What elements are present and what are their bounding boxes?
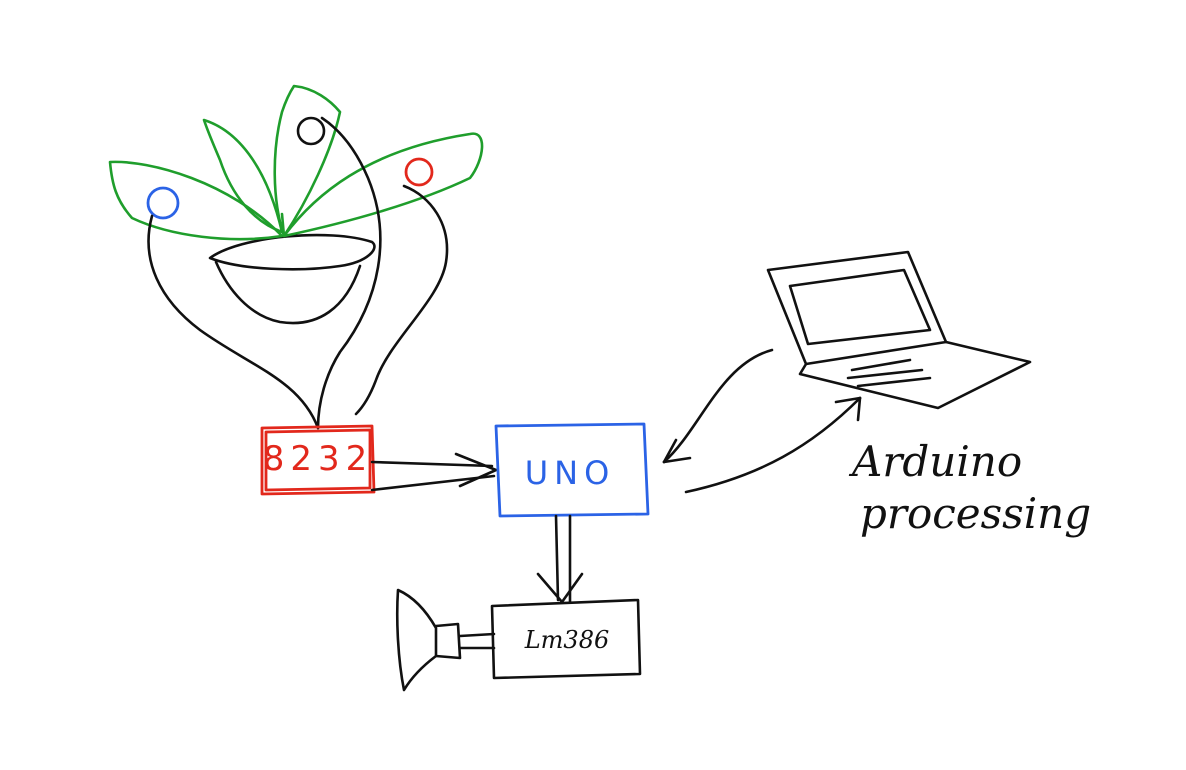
uno-to-amp-arrow [536,514,584,604]
amplifier-node: Lm386 [490,598,642,680]
uno-node: UNO [494,422,650,518]
sensor-to-uno-arrow [370,452,498,492]
software-annotation: Arduino processing [848,437,1091,538]
speaker-icon [395,588,496,692]
sensor-node: 8232 [260,424,376,496]
sensor-label: 8232 [263,439,374,479]
laptop-icon [766,250,1032,410]
annotation-processing: processing [860,489,1091,538]
uno-label: UNO [525,454,616,492]
annotation-arduino: Arduino [848,437,1022,486]
amplifier-label: Lm386 [524,626,610,654]
plant-icon [108,84,484,430]
uno-laptop-link [662,348,862,494]
